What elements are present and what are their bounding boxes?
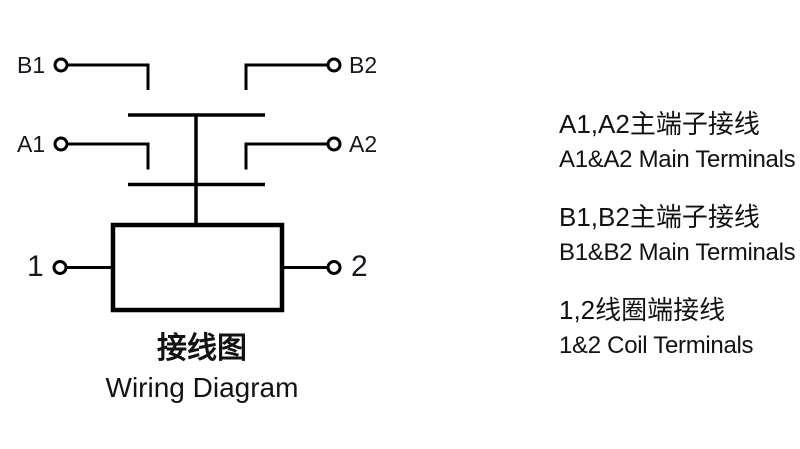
legend-a-en: A1&A2 Main Terminals [559,146,796,173]
terminal-label-coil2: 2 [351,250,368,283]
legend-group-coil-terminals: 1,2线圈端接线 1&2 Coil Terminals [559,293,795,363]
terminal-label-coil1: 1 [27,250,44,283]
b2-lead-line [244,63,328,90]
a2-lead-line [244,142,328,170]
b1-lead-line [67,63,150,90]
a2-terminal-circle [326,136,342,152]
b2-terminal-circle [326,57,342,73]
legend-b-zh: B1,B2主端子接线 [559,202,760,232]
a1-lead-line [67,142,150,170]
legend-b-en: B1&B2 Main Terminals [559,239,796,266]
diagram-caption-en: Wiring Diagram [105,372,299,403]
terminal-legend: A1,A2主端子接线 A1&A2 Main Terminals B1,B2主端子… [559,107,796,386]
diagram-caption-zh: 接线图 [157,332,247,365]
legend-group-a-terminals: A1,A2主端子接线 A1&A2 Main Terminals [559,107,796,177]
coil-box [110,222,285,313]
legend-coil-zh: 1,2线圈端接线 [559,295,726,325]
terminal-label-b2: B2 [349,52,378,78]
terminal-label-b1: B1 [17,52,46,78]
legend-coil-en: 1&2 Coil Terminals [559,332,754,359]
coil1-terminal-circle [52,260,68,275]
b1-terminal-circle [53,57,69,73]
terminal-label-a2: A2 [349,131,378,157]
terminal-label-a1: A1 [17,131,46,157]
a1-terminal-circle [53,136,69,152]
legend-group-b-terminals: B1,B2主端子接线 B1&B2 Main Terminals [559,200,796,270]
coil2-terminal-circle [326,260,342,275]
legend-a-zh: A1,A2主端子接线 [559,109,760,139]
